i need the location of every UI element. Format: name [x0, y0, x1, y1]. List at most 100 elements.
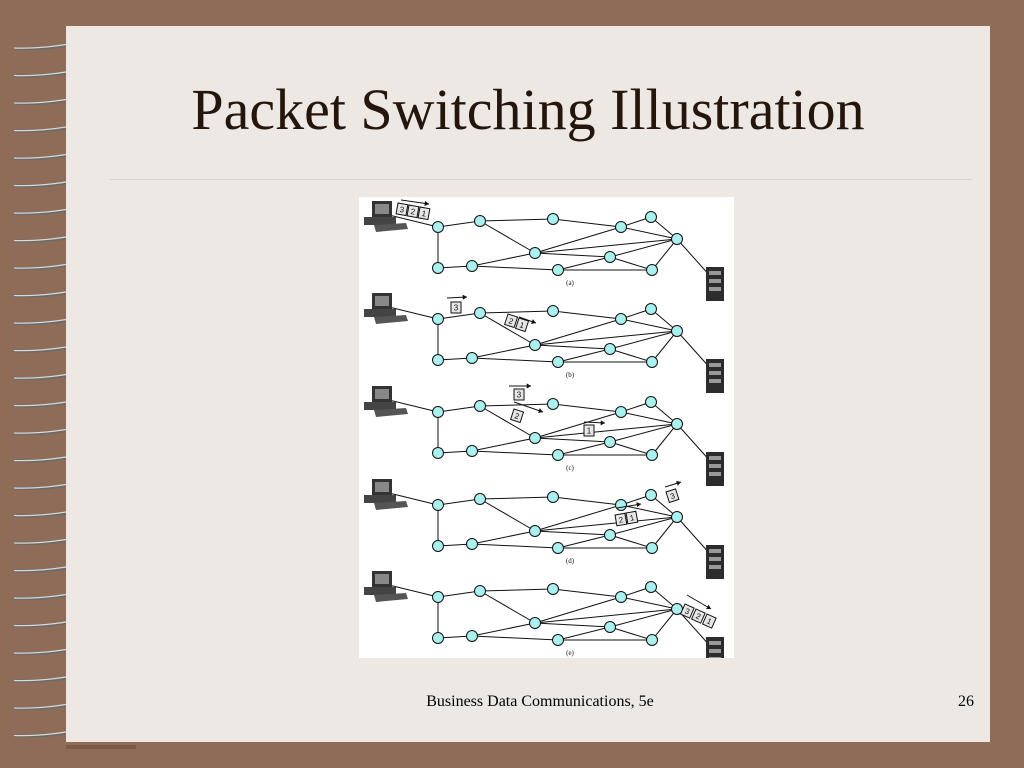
link-line [388, 214, 439, 228]
arrowhead [676, 480, 681, 486]
server-icon [706, 452, 724, 486]
page-number: 26 [958, 693, 974, 710]
link-line [620, 596, 678, 610]
page-shadow [66, 745, 136, 749]
network-node [466, 260, 478, 272]
link-line [676, 516, 712, 556]
link-line [534, 423, 678, 439]
panel-label: (e) [566, 649, 574, 657]
link-line [534, 226, 622, 254]
network-panel: (c)321 [364, 383, 724, 486]
link-line [534, 344, 611, 350]
link-line [471, 252, 536, 267]
network-node [552, 634, 564, 646]
packet: 3 [679, 603, 695, 619]
network-node [552, 542, 564, 554]
link-line [609, 534, 653, 549]
link-line [534, 238, 678, 254]
link-line [479, 310, 554, 314]
network-node [529, 617, 541, 629]
packet: 2 [614, 512, 628, 527]
packet: 3 [450, 301, 462, 314]
arrowhead [538, 408, 543, 414]
server-icon [706, 545, 724, 579]
arrow-line [400, 199, 430, 205]
arrowhead [526, 383, 531, 389]
arrowhead [424, 200, 429, 206]
link-line [557, 441, 611, 456]
network-node [432, 499, 444, 511]
network-node [646, 634, 658, 646]
link-line [437, 220, 481, 228]
packet-number: 2 [694, 611, 702, 621]
link-line [534, 411, 622, 439]
link-line [552, 496, 622, 506]
link-line [676, 330, 712, 370]
footer-text: Business Data Communications, 5e [426, 693, 654, 710]
network-node [432, 447, 444, 459]
packet-number: 1 [705, 616, 713, 626]
network-node [604, 343, 616, 355]
link-line [479, 498, 536, 532]
network-node [604, 529, 616, 541]
network-node [615, 221, 627, 233]
link-line [676, 238, 712, 278]
packet-number: 3 [517, 391, 522, 400]
panel-label: (b) [566, 371, 575, 379]
network-node [474, 307, 486, 319]
packet: 3 [395, 202, 409, 217]
link-line [471, 437, 536, 452]
link-line [471, 265, 559, 271]
network-node [646, 356, 658, 368]
network-node [432, 406, 444, 418]
link-line [557, 256, 611, 271]
link-line [479, 588, 554, 592]
link-line [479, 220, 536, 254]
arrowhead [636, 502, 641, 508]
packet-number: 3 [683, 606, 691, 616]
link-line [479, 218, 554, 222]
link-line [609, 608, 678, 628]
network-node [615, 406, 627, 418]
packet-number: 1 [629, 513, 635, 523]
link-line [534, 330, 678, 346]
network-node [547, 398, 559, 410]
network-node [671, 511, 683, 523]
title-divider [110, 179, 972, 180]
network-node [604, 621, 616, 633]
packet: 1 [701, 613, 717, 629]
computer-icon [364, 479, 408, 510]
link-line [437, 405, 481, 413]
link-line [609, 238, 678, 258]
link-line [388, 584, 439, 598]
arrowhead [706, 604, 711, 610]
link-line [552, 218, 622, 228]
network-node [615, 313, 627, 325]
network-node [529, 247, 541, 259]
network-node [432, 540, 444, 552]
link-line [437, 312, 481, 320]
network-node [645, 211, 657, 223]
network-node [671, 325, 683, 337]
packet: 1 [625, 510, 639, 525]
packet-number: 2 [507, 316, 515, 326]
link-line [471, 543, 559, 549]
link-line [479, 403, 554, 407]
packet-number: 1 [587, 427, 592, 436]
link-line [479, 312, 536, 346]
network-node [547, 583, 559, 595]
network-node [474, 585, 486, 597]
link-line [609, 441, 653, 456]
server-icon [706, 267, 724, 301]
link-line [388, 492, 439, 506]
network-node [552, 356, 564, 368]
link-line [609, 330, 678, 350]
link-line [471, 344, 536, 359]
packet: 3 [513, 388, 525, 401]
network-node [466, 630, 478, 642]
packet-number: 1 [518, 320, 526, 330]
